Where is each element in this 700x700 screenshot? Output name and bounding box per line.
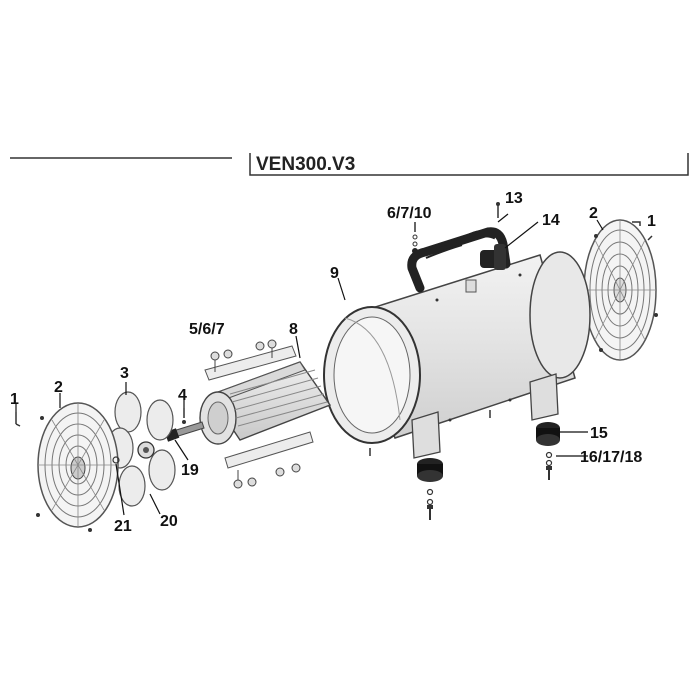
title-box xyxy=(249,153,689,176)
callout-2-right: 2 xyxy=(589,205,598,222)
screw-6-7-10 xyxy=(412,222,418,254)
callout-21: 21 xyxy=(114,518,132,535)
fan-housing-drum xyxy=(323,251,591,459)
leader-lines xyxy=(15,213,604,516)
motor-bolts-bottom xyxy=(233,463,301,489)
power-cable xyxy=(425,229,496,259)
screw-13 xyxy=(496,202,500,218)
left-screw-1 xyxy=(15,412,21,427)
right-guard xyxy=(583,219,658,361)
motor-bolts-top xyxy=(210,339,277,372)
callouts: 6/7/10 13 14 2 1 9 5/6/7 8 3 4 1 2 15 16… xyxy=(10,190,656,535)
callout-20: 20 xyxy=(160,513,178,530)
callout-14: 14 xyxy=(542,212,560,229)
right-screw xyxy=(632,221,653,241)
motor xyxy=(169,345,332,469)
callout-2-left: 2 xyxy=(54,379,63,396)
callout-3: 3 xyxy=(120,365,129,382)
rubber-foot-right xyxy=(536,422,560,480)
callout-13: 13 xyxy=(505,190,523,207)
callout-9: 9 xyxy=(330,265,339,282)
callout-5-6-7: 5/6/7 xyxy=(189,321,225,338)
callout-4: 4 xyxy=(178,387,187,404)
callout-15: 15 xyxy=(590,425,608,442)
callout-16-17-18: 16/17/18 xyxy=(580,449,642,466)
cable-gland xyxy=(480,244,506,270)
left-guard xyxy=(36,402,119,532)
callout-6-7-10: 6/7/10 xyxy=(387,205,432,222)
set-screw-4 xyxy=(182,408,186,424)
callout-1-left: 1 xyxy=(10,391,19,408)
callout-1-right: 1 xyxy=(647,213,656,230)
rubber-foot-left xyxy=(417,458,443,520)
header: VEN300.V3 xyxy=(10,153,689,176)
callout-8: 8 xyxy=(289,321,298,338)
clip-21 xyxy=(112,456,120,464)
callout-19: 19 xyxy=(181,462,199,479)
carry-handle xyxy=(407,227,511,293)
diagram-title: VEN300.V3 xyxy=(256,154,355,175)
